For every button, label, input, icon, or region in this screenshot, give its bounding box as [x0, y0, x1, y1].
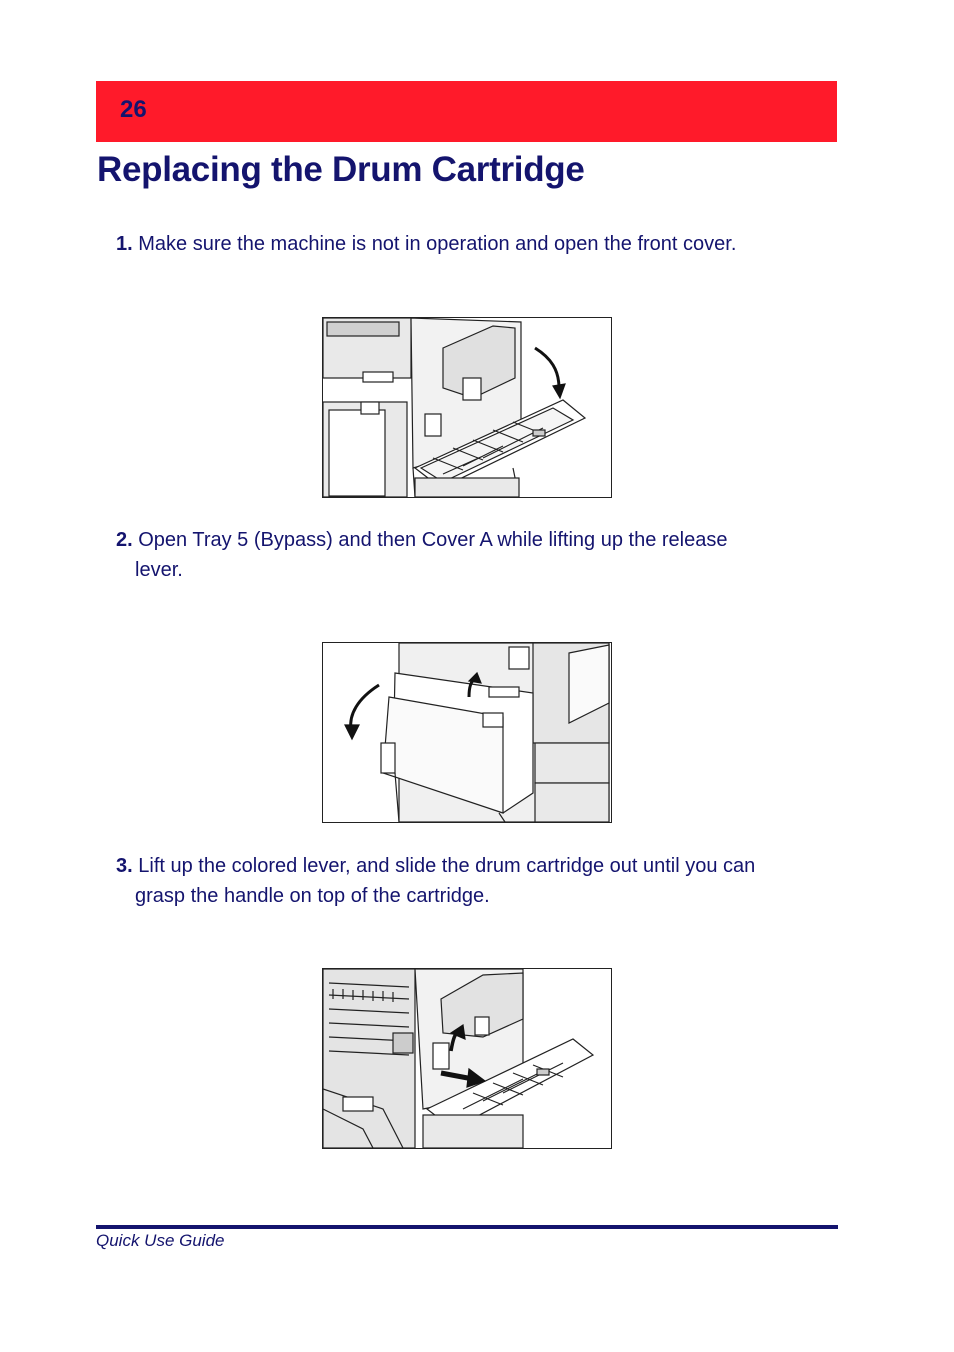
step-number: 3.	[116, 855, 133, 877]
page-number: 26	[120, 96, 147, 123]
page-header-bar: 26	[96, 81, 837, 142]
step-3: 3. Lift up the colored lever, and slide …	[116, 851, 837, 911]
step-1: 1. Make sure the machine is not in opera…	[116, 229, 837, 259]
step-number: 1.	[116, 233, 133, 255]
step-2: 2. Open Tray 5 (Bypass) and then Cover A…	[116, 525, 837, 585]
footer-rule	[96, 1225, 838, 1229]
step-text-continued: lever.	[135, 559, 183, 581]
step-text: Make sure the machine is not in operatio…	[138, 233, 737, 255]
open-front-cover-illustration	[322, 317, 612, 498]
step-number: 2.	[116, 529, 133, 551]
step-text: Lift up the colored lever, and slide the…	[138, 855, 756, 877]
page-title: Replacing the Drum Cartridge	[97, 150, 585, 189]
step-text: Open Tray 5 (Bypass) and then Cover A wh…	[138, 529, 728, 551]
slide-drum-cartridge-illustration	[322, 968, 612, 1149]
step-text-continued: grasp the handle on top of the cartridge…	[135, 885, 490, 907]
footer-text: Quick Use Guide	[96, 1231, 225, 1250]
open-tray5-cover-a-illustration	[322, 642, 612, 823]
